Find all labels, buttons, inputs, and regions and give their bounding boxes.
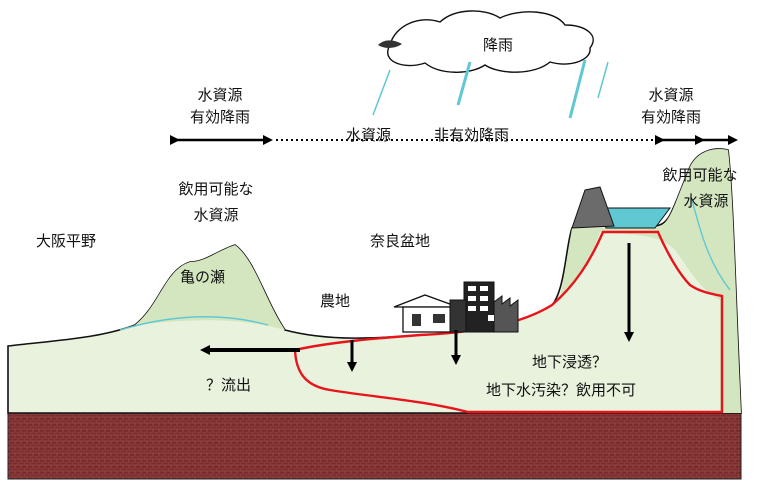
left-drinkable-resource-label: 水資源	[193, 206, 239, 224]
contamination-label: 地下水汚染？飲用不可	[486, 381, 637, 399]
right-drinkable-label: 飲用可能な	[662, 166, 738, 184]
infiltration-label: 地下浸透？	[532, 353, 608, 371]
middle-ineffective-rain-label: 非有効降雨	[434, 126, 510, 144]
rain-label: 降雨	[482, 36, 514, 54]
cloud-scribble-icon	[378, 40, 402, 48]
dam	[571, 186, 615, 229]
left-effective-rain-label: 有効降雨	[189, 108, 251, 126]
osaka-plain-label: 大阪平野	[36, 232, 97, 250]
kamenose-hill	[135, 245, 285, 330]
rain-streak	[372, 69, 391, 116]
middle-water-resource-label: 水資源	[346, 126, 392, 144]
farmland-label: 農地	[320, 292, 351, 310]
nara-basin-label: 奈良盆地	[370, 232, 431, 250]
buildings-icon	[449, 281, 519, 333]
house-icon	[393, 294, 459, 333]
outflow-label: ？流出	[206, 376, 252, 394]
rain-streak	[597, 61, 609, 99]
right-water-resource-label: 水資源	[648, 86, 694, 104]
rain-streak	[568, 59, 587, 119]
left-drinkable-label: 飲用可能な	[178, 180, 254, 198]
right-water-table	[691, 199, 731, 291]
ground-surface	[7, 148, 742, 414]
bedrock-layer	[7, 412, 742, 480]
right-effective-rain-label: 有効降雨	[640, 108, 702, 126]
rain-cloud	[387, 10, 594, 73]
kamenose-label: 亀の瀬	[180, 268, 226, 286]
left-water-resource-label: 水資源	[197, 86, 243, 104]
kamenose-water-table	[119, 316, 269, 331]
contamination-zone	[293, 230, 724, 414]
right-drinkable-resource-label: 水資源	[683, 192, 729, 210]
rain-streak	[456, 61, 472, 106]
